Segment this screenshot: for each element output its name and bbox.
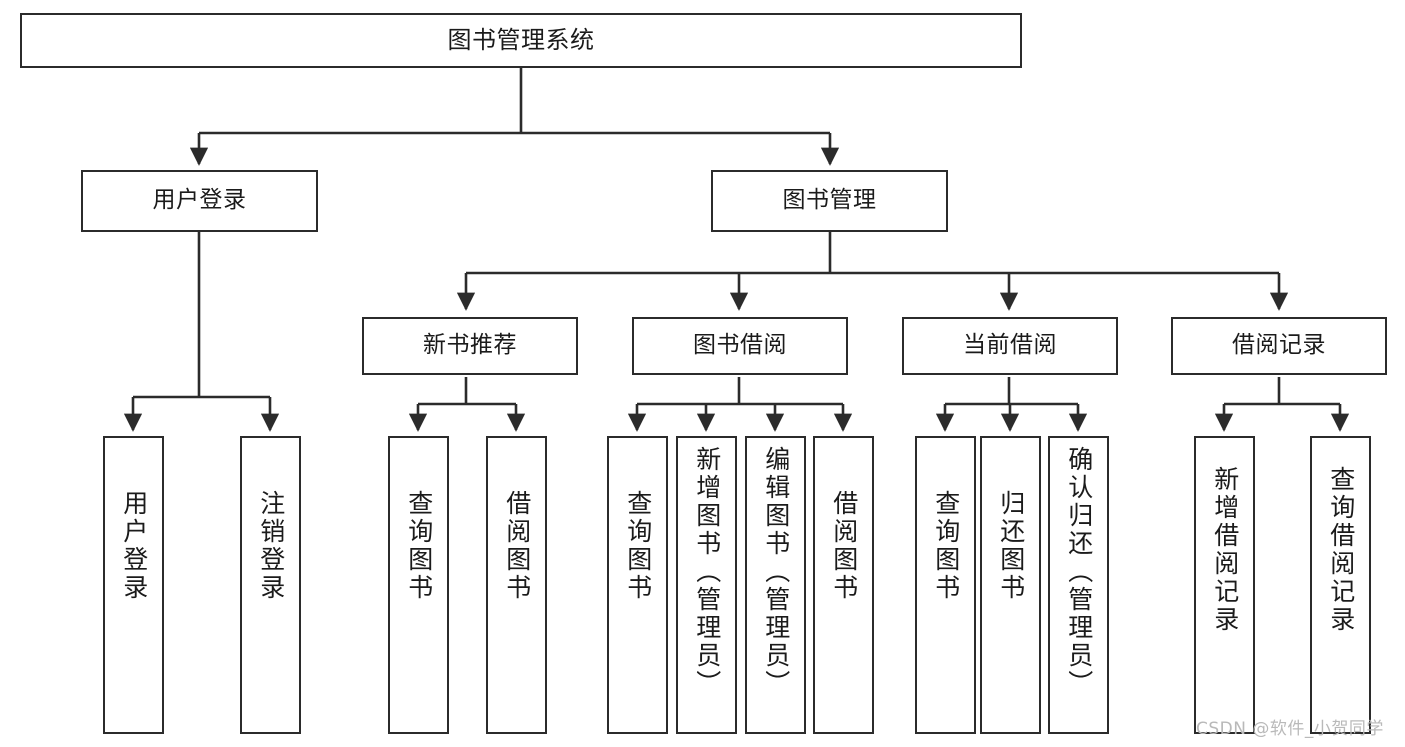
leaf-logout[interactable]: 注销登录 <box>240 436 301 734</box>
node-new-book-recommend[interactable]: 新书推荐 <box>362 317 578 375</box>
node-new-book-recommend-label: 新书推荐 <box>423 332 517 359</box>
node-book-manage[interactable]: 图书管理 <box>711 170 948 232</box>
leaf-query-book-3[interactable]: 查询图书 <box>915 436 976 734</box>
leaf-query-book-3-label: 查询图书 <box>931 490 961 602</box>
watermark-text: CSDN @软件_小贺同学 <box>1196 719 1384 739</box>
node-user-login[interactable]: 用户登录 <box>81 170 318 232</box>
leaf-user-login[interactable]: 用户登录 <box>103 436 164 734</box>
leaf-borrow-book-2[interactable]: 借阅图书 <box>813 436 874 734</box>
node-root-label: 图书管理系统 <box>447 26 595 55</box>
leaf-confirm-return[interactable]: 确认归还（管理员） <box>1048 436 1109 734</box>
leaf-confirm-return-label: 确认归还（管理员） <box>1064 446 1094 698</box>
leaf-add-book[interactable]: 新增图书（管理员） <box>676 436 737 734</box>
node-book-borrow-label: 图书借阅 <box>693 332 787 359</box>
node-book-borrow[interactable]: 图书借阅 <box>632 317 848 375</box>
leaf-add-record[interactable]: 新增借阅记录 <box>1194 436 1255 734</box>
leaf-query-record-label: 查询借阅记录 <box>1326 466 1356 634</box>
leaf-query-book-2[interactable]: 查询图书 <box>607 436 668 734</box>
leaf-user-login-label: 用户登录 <box>119 490 149 602</box>
leaf-return-book-label: 归还图书 <box>996 490 1026 602</box>
node-user-login-label: 用户登录 <box>152 187 247 214</box>
leaf-logout-label: 注销登录 <box>256 490 286 602</box>
node-borrow-record-label: 借阅记录 <box>1232 332 1326 359</box>
node-current-borrow[interactable]: 当前借阅 <box>902 317 1118 375</box>
leaf-add-book-label: 新增图书（管理员） <box>692 446 722 698</box>
leaf-add-record-label: 新增借阅记录 <box>1210 466 1240 634</box>
leaf-borrow-book-1[interactable]: 借阅图书 <box>486 436 547 734</box>
node-root[interactable]: 图书管理系统 <box>20 13 1022 68</box>
leaf-query-book-1[interactable]: 查询图书 <box>388 436 449 734</box>
leaf-edit-book-label: 编辑图书（管理员） <box>761 446 791 698</box>
leaf-borrow-book-1-label: 借阅图书 <box>502 490 532 602</box>
leaf-query-book-1-label: 查询图书 <box>404 490 434 602</box>
leaf-edit-book[interactable]: 编辑图书（管理员） <box>745 436 806 734</box>
leaf-return-book[interactable]: 归还图书 <box>980 436 1041 734</box>
node-book-manage-label: 图书管理 <box>782 187 877 214</box>
leaf-borrow-book-2-label: 借阅图书 <box>829 490 859 602</box>
leaf-query-record[interactable]: 查询借阅记录 <box>1310 436 1371 734</box>
leaf-query-book-2-label: 查询图书 <box>623 490 653 602</box>
node-borrow-record[interactable]: 借阅记录 <box>1171 317 1387 375</box>
node-current-borrow-label: 当前借阅 <box>963 332 1057 359</box>
